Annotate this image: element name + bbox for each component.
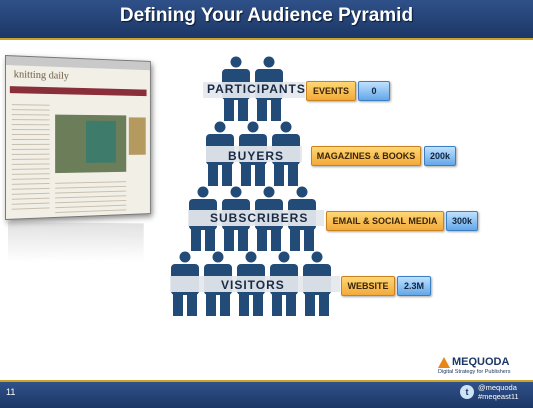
label-band-buyers (206, 146, 302, 162)
slide-number: 11 (6, 387, 16, 397)
channel-tag-email-social: EMAIL & SOCIAL MEDIA (326, 211, 444, 231)
triangle-logo-icon (438, 357, 450, 368)
brand-name: MEQUODA (452, 356, 510, 368)
twitter-info: @mequoda #meqeast11 (478, 383, 519, 401)
channel-tag-website: WEBSITE (341, 276, 395, 296)
title-bar (0, 0, 533, 40)
label-band-subscribers (188, 210, 324, 226)
channel-tag-events: EVENTS (306, 81, 356, 101)
brand-tagline: Digital Strategy for Publishers (438, 369, 511, 375)
tier-label-participants: PARTICIPANTS (207, 82, 306, 96)
value-tag-magazines-books: 200k (424, 146, 456, 166)
twitter-hashtag: #meqeast11 (478, 392, 519, 401)
slide-title: Defining Your Audience Pyramid (119, 5, 414, 26)
tier-label-subscribers: SUBSCRIBERS (210, 211, 309, 225)
label-band-participants (203, 82, 305, 98)
tier-label-buyers: BUYERS (228, 149, 285, 163)
mequoda-logo: MEQUODA Digital Strategy for Publishers (438, 356, 528, 378)
value-tag-email-social: 300k (446, 211, 478, 231)
footer-bar (0, 380, 533, 408)
value-tag-events: 0 (358, 81, 390, 101)
twitter-bird-icon: t (460, 385, 474, 399)
label-band-visitors (170, 276, 340, 292)
tier-label-visitors: VISITORS (221, 278, 285, 292)
value-tag-website: 2.3M (397, 276, 431, 296)
channel-tag-magazines-books: MAGAZINES & BOOKS (311, 146, 421, 166)
twitter-handle: @mequoda (478, 383, 517, 392)
